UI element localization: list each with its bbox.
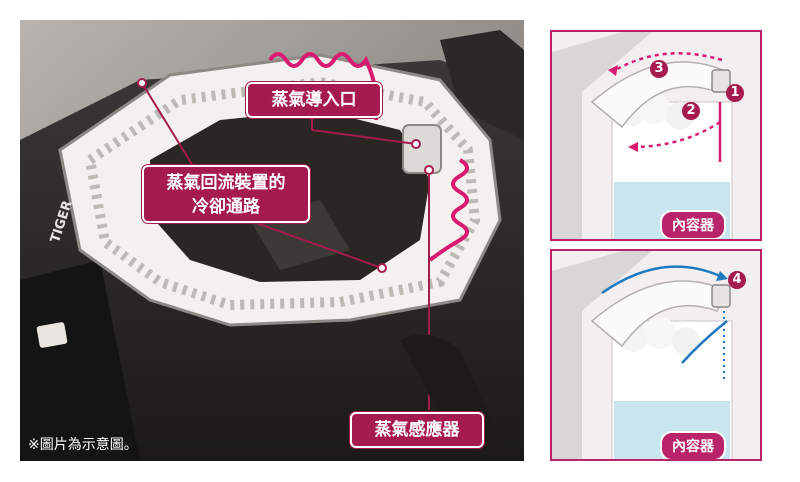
label-return-device: 蒸氣回流裝置的 冷卻通路: [142, 165, 310, 223]
step-marker: 2: [682, 102, 700, 120]
illustration-caption: ※圖片為示意圖。: [28, 437, 138, 453]
diagram-return-flow: 4 內容器: [550, 249, 762, 461]
arrow-flow-3: [611, 52, 723, 74]
control-button: [36, 322, 68, 348]
step-marker: 4: [728, 271, 746, 289]
inner-pot-label: 內容器: [660, 431, 726, 459]
step-marker: 1: [726, 84, 744, 102]
label-steam-sensor: 蒸氣感應器: [350, 412, 484, 448]
arrow-return-top: [601, 265, 721, 295]
label-steam-inlet-text: 蒸氣導入口: [271, 90, 357, 110]
label-return-device-line2: 冷卻通路: [192, 197, 260, 217]
arrow-flow-2: [631, 120, 721, 149]
label-return-device-line1: 蒸氣回流裝置的: [166, 173, 286, 193]
return-flow-drawing: [552, 251, 733, 459]
inner-pot-label: 內容器: [660, 210, 726, 239]
rice-cooker-illustration: [20, 20, 524, 461]
arrow-return-side: [681, 320, 728, 364]
label-steam-sensor-text: 蒸氣感應器: [374, 420, 460, 440]
diagram-steam-flow: 3 2 1 內容器: [550, 30, 762, 241]
label-steam-inlet: 蒸氣導入口: [246, 82, 382, 118]
steam-path-top: [268, 52, 379, 121]
steam-path-right: [428, 158, 469, 262]
step-marker: 3: [650, 60, 668, 78]
rice-cooker-photo: 蒸氣導入口 蒸氣回流裝置的 冷卻通路 蒸氣感應器 TIGER ※圖片為示意圖。: [20, 20, 524, 461]
steam-sensor-part: [402, 124, 442, 174]
